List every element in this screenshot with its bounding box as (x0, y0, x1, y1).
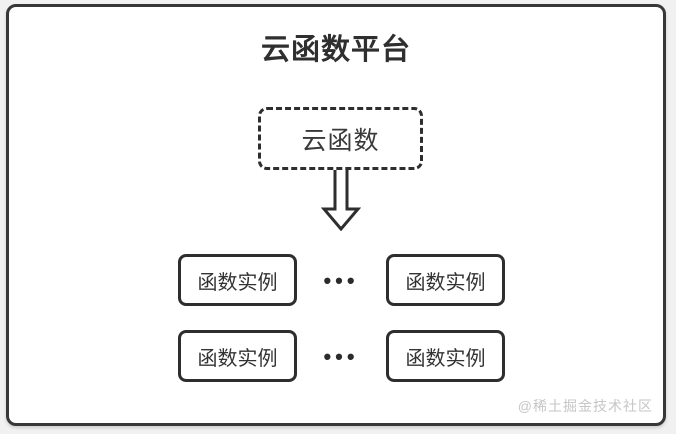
function-instance-node: 函数实例 (178, 254, 297, 306)
function-instance-label: 函数实例 (197, 347, 278, 370)
ellipsis-row-2: ••• (323, 344, 359, 369)
down-arrow-icon (321, 170, 361, 231)
function-instance-node: 函数实例 (386, 254, 505, 306)
watermark: @稀土掘金技术社区 (517, 398, 653, 414)
diagram-frame: 云函数平台 云函数 函数实例 ••• 函数实例 函数实例 ••• 函数实例 @稀… (6, 4, 666, 426)
cloud-function-node: 云函数 (258, 107, 423, 170)
diagram-title: 云函数平台 (260, 34, 411, 66)
function-instance-label: 函数实例 (405, 347, 486, 370)
function-instance-node: 函数实例 (386, 330, 505, 382)
cloud-function-label: 云函数 (301, 126, 380, 155)
function-instance-label: 函数实例 (197, 271, 278, 294)
function-instance-label: 函数实例 (405, 271, 486, 294)
ellipsis-row-1: ••• (323, 268, 359, 293)
function-instance-node: 函数实例 (178, 330, 297, 382)
